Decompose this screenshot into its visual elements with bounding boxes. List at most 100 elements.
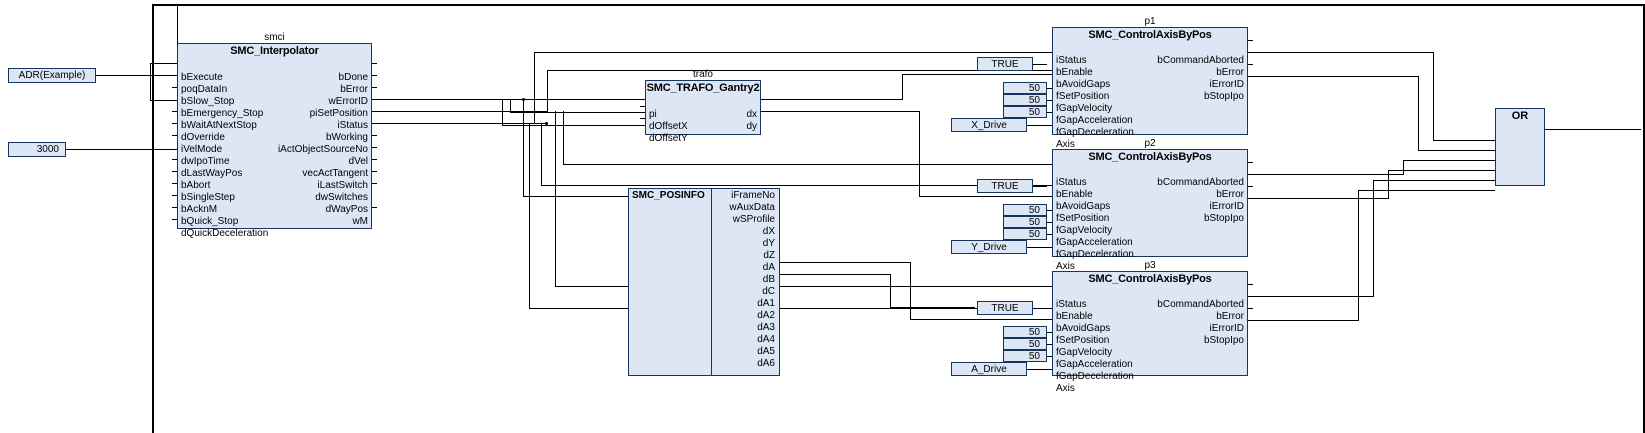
pin-out-werrorid[interactable]: wErrorID (328, 96, 368, 107)
block-control-axis-p1[interactable]: SMC_ControlAxisByPos iStatus bEnable bAv… (1052, 27, 1248, 150)
const-gapacc-p2[interactable]: 50 (1003, 216, 1047, 228)
pin-in-babort[interactable]: bAbort (181, 180, 211, 191)
pin-in-p3-fsetposition[interactable]: fSetPosition (1056, 335, 1110, 346)
const-gapvel-p3[interactable]: 50 (1003, 326, 1047, 338)
pin-out-p3-bcommandaborted[interactable]: bCommandAborted (1157, 299, 1244, 310)
pin-in-dquickdeceleration[interactable]: dQuickDeceleration (181, 228, 269, 239)
pin-in-dwipotime[interactable]: dwIpoTime (181, 156, 230, 167)
posinfo-field-da5[interactable]: dA5 (757, 346, 775, 357)
pin-in-bsinglestep[interactable]: bSingleStep (181, 192, 235, 203)
pin-in-p2-benable[interactable]: bEnable (1056, 189, 1093, 200)
pin-in-backnm[interactable]: bAcknM (181, 204, 218, 215)
const-gapvel-p2[interactable]: 50 (1003, 204, 1047, 216)
pin-in-p1-fgapvelocity[interactable]: fGapVelocity (1056, 103, 1113, 114)
block-or[interactable]: OR (1495, 108, 1545, 186)
block-smc-interpolator[interactable]: SMC_Interpolator bExecute poqDataIn bSlo… (177, 43, 372, 239)
pin-out-dvel[interactable]: dVel (348, 156, 368, 167)
pin-in-p3-axis[interactable]: Axis (1056, 383, 1075, 394)
posinfo-field-dc[interactable]: dC (762, 286, 775, 297)
pin-out-p1-ierrorid[interactable]: iErrorID (1209, 79, 1244, 90)
posinfo-field-da6[interactable]: dA6 (757, 358, 775, 369)
pin-in-doffsetx[interactable]: dOffsetX (649, 121, 688, 132)
const-axis-p1[interactable]: X_Drive (951, 118, 1027, 132)
posinfo-field-iframeno[interactable]: iFrameNo (731, 190, 775, 201)
pin-out-dy[interactable]: dy (746, 121, 757, 132)
pin-in-p2-fgapvelocity[interactable]: fGapVelocity (1056, 225, 1113, 236)
pin-in-doffsety[interactable]: dOffsetY (649, 133, 688, 144)
pin-out-p2-ierrorid[interactable]: iErrorID (1209, 201, 1244, 212)
posinfo-field-dz[interactable]: dZ (763, 250, 775, 261)
posinfo-field-dx[interactable]: dX (762, 226, 775, 237)
posinfo-field-wsprofile[interactable]: wSProfile (732, 214, 775, 225)
block-control-axis-p2[interactable]: SMC_ControlAxisByPos iStatus bEnable bAv… (1052, 149, 1248, 272)
const-gapdec-p3[interactable]: 50 (1003, 350, 1047, 362)
const-adr-example[interactable]: ADR(Example) (8, 68, 96, 83)
posinfo-field-da[interactable]: dA (762, 262, 775, 273)
pin-in-p2-fsetposition[interactable]: fSetPosition (1056, 213, 1110, 224)
pin-in-p2-fgapdeceleration[interactable]: fGapDeceleration (1056, 249, 1134, 260)
pin-out-bdone[interactable]: bDone (338, 72, 368, 83)
block-control-axis-p3[interactable]: SMC_ControlAxisByPos iStatus bEnable bAv… (1052, 271, 1248, 394)
pin-in-p2-bavoidgaps[interactable]: bAvoidGaps (1056, 201, 1111, 212)
pin-in-p1-bavoidgaps[interactable]: bAvoidGaps (1056, 79, 1111, 90)
block-smc-trafo-gantry2[interactable]: SMC_TRAFO_Gantry2 pi dOffsetX dOffsetY d… (645, 80, 761, 144)
const-gapacc-p3[interactable]: 50 (1003, 338, 1047, 350)
pin-out-pisetposition[interactable]: piSetPosition (309, 108, 368, 119)
pin-in-p3-fgapvelocity[interactable]: fGapVelocity (1056, 347, 1113, 358)
posinfo-field-dy[interactable]: dY (762, 238, 775, 249)
pin-in-p3-fgapdeceleration[interactable]: fGapDeceleration (1056, 371, 1134, 382)
const-true-p3[interactable]: TRUE (977, 301, 1033, 315)
pin-out-p1-bcommandaborted[interactable]: bCommandAborted (1157, 55, 1244, 66)
pin-in-p1-fgapdeceleration[interactable]: fGapDeceleration (1056, 127, 1134, 138)
pin-in-doverride[interactable]: dOverride (181, 132, 225, 143)
pin-in-dlastwaypos[interactable]: dLastWayPos (181, 168, 243, 179)
pin-in-bquick-stop[interactable]: bQuick_Stop (181, 216, 239, 227)
pin-out-p2-bcommandaborted[interactable]: bCommandAborted (1157, 177, 1244, 188)
pin-out-istatus[interactable]: iStatus (337, 120, 368, 131)
posinfo-field-da1[interactable]: dA1 (757, 298, 775, 309)
const-true-p1[interactable]: TRUE (977, 57, 1033, 71)
pin-in-p3-fgapacceleration[interactable]: fGapAcceleration (1056, 359, 1133, 370)
pin-out-iactobjectsourceno[interactable]: iActObjectSourceNo (277, 144, 368, 155)
pin-out-p2-berror[interactable]: bError (1216, 189, 1244, 200)
const-axis-p2[interactable]: Y_Drive (951, 240, 1027, 254)
pin-in-ivelmode[interactable]: iVelMode (181, 144, 223, 155)
pin-in-p2-fgapacceleration[interactable]: fGapAcceleration (1056, 237, 1133, 248)
const-axis-p3[interactable]: A_Drive (951, 362, 1027, 376)
pin-out-berror[interactable]: bError (340, 84, 368, 95)
pin-in-pi[interactable]: pi (649, 109, 657, 120)
const-gapdec-p2[interactable]: 50 (1003, 228, 1047, 240)
block-smc-posinfo[interactable]: SMC_POSINFO iFrameNo wAuxData wSProfile … (628, 188, 780, 376)
pin-in-bexecute[interactable]: bExecute (181, 72, 223, 83)
pin-out-dwswitches[interactable]: dwSwitches (315, 192, 368, 203)
posinfo-field-db[interactable]: dB (762, 274, 775, 285)
pin-out-p3-berror[interactable]: bError (1216, 311, 1244, 322)
pin-in-bwaitatnextstop[interactable]: bWaitAtNextStop (181, 120, 257, 131)
pin-out-wm[interactable]: wM (352, 216, 368, 227)
pin-out-ilastswitch[interactable]: iLastSwitch (317, 180, 368, 191)
pin-out-p1-berror[interactable]: bError (1216, 67, 1244, 78)
pin-in-p1-fgapacceleration[interactable]: fGapAcceleration (1056, 115, 1133, 126)
posinfo-field-wauxdata[interactable]: wAuxData (729, 202, 775, 213)
pin-in-bslow-stop[interactable]: bSlow_Stop (181, 96, 235, 107)
pin-in-p2-axis[interactable]: Axis (1056, 261, 1075, 272)
const-gapvel-p1[interactable]: 50 (1003, 82, 1047, 94)
posinfo-field-da4[interactable]: dA4 (757, 334, 775, 345)
const-gapacc-p1[interactable]: 50 (1003, 94, 1047, 106)
pin-out-dx[interactable]: dx (746, 109, 757, 120)
pin-in-bemergency-stop[interactable]: bEmergency_Stop (181, 108, 264, 119)
const-true-p2[interactable]: TRUE (977, 179, 1033, 193)
pin-out-p3-bstopipo[interactable]: bStopIpo (1203, 335, 1244, 346)
pin-out-vecacttangent[interactable]: vecActTangent (302, 168, 368, 179)
pin-out-p1-bstopipo[interactable]: bStopIpo (1203, 91, 1244, 102)
pin-in-p3-istatus[interactable]: iStatus (1056, 299, 1087, 310)
pin-in-p2-istatus[interactable]: iStatus (1056, 177, 1087, 188)
posinfo-field-da2[interactable]: dA2 (757, 310, 775, 321)
pin-in-poqdatain[interactable]: poqDataIn (181, 84, 228, 95)
pin-in-p1-istatus[interactable]: iStatus (1056, 55, 1087, 66)
const-ipo-time[interactable]: 3000 (8, 142, 66, 157)
pin-in-p3-bavoidgaps[interactable]: bAvoidGaps (1056, 323, 1111, 334)
pin-in-p3-benable[interactable]: bEnable (1056, 311, 1093, 322)
const-gapdec-p1[interactable]: 50 (1003, 106, 1047, 118)
pin-out-p2-bstopipo[interactable]: bStopIpo (1203, 213, 1244, 224)
